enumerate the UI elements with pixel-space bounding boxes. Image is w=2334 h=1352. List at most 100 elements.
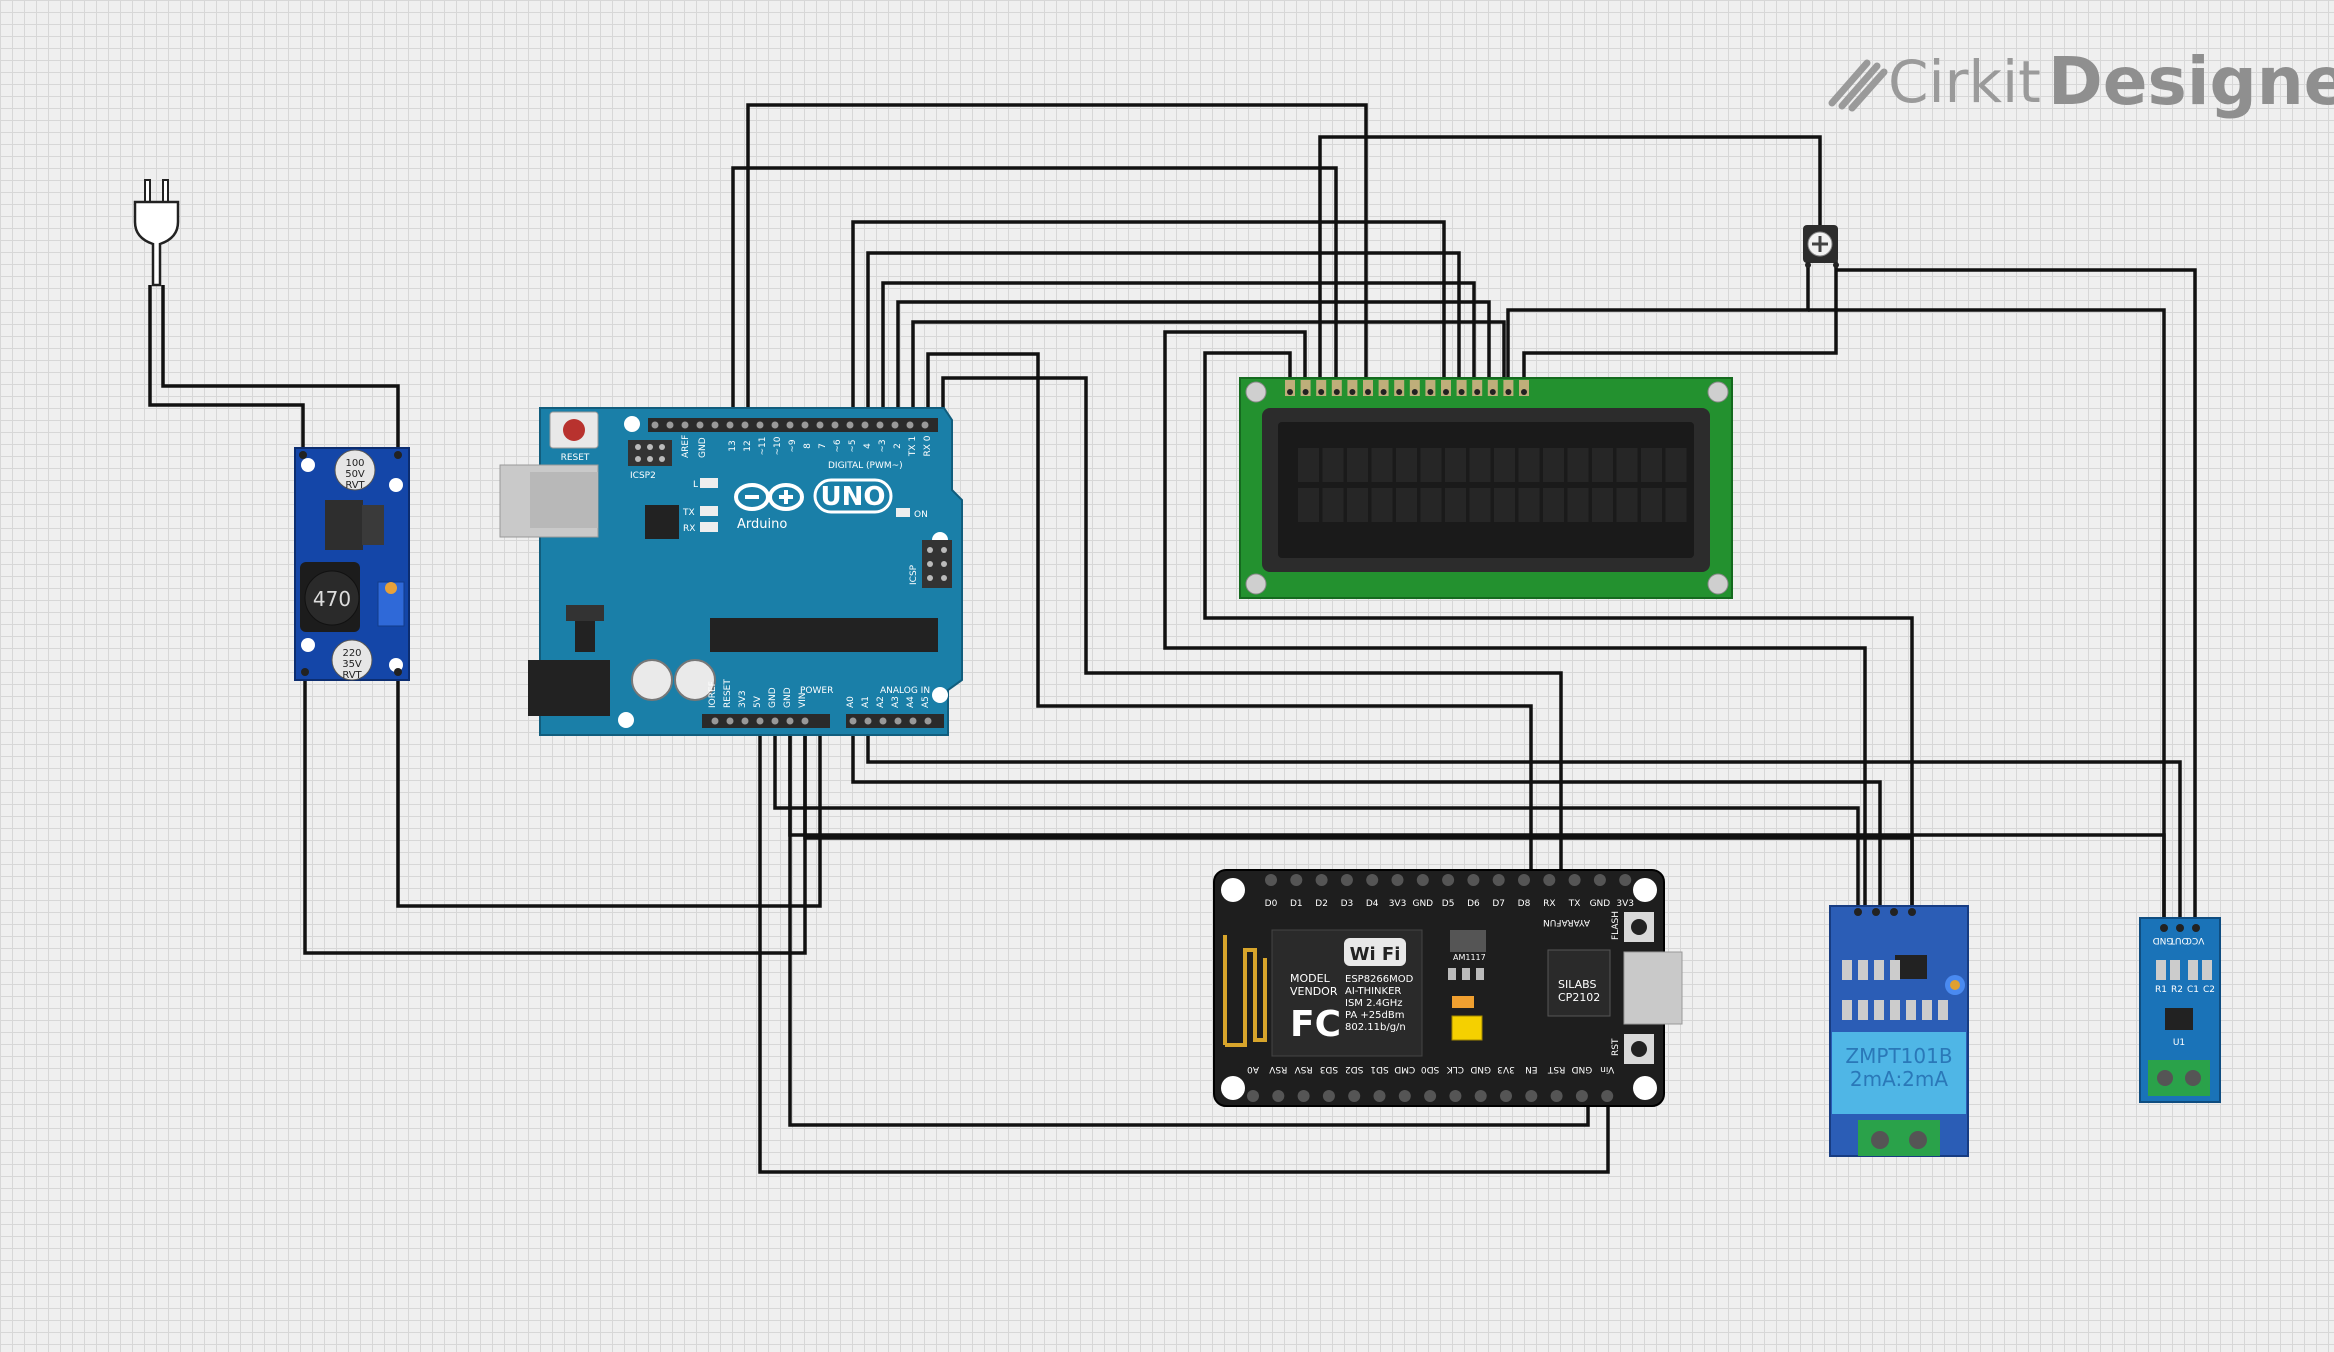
lcd-pin[interactable] — [1456, 380, 1467, 396]
esp-bottom-pin[interactable] — [1297, 1090, 1310, 1102]
esp-top-pin[interactable] — [1518, 874, 1530, 886]
wire-lcd-pot-3[interactable] — [1522, 250, 1838, 392]
wire-lcd-pot-1[interactable] — [1318, 135, 1822, 392]
wire-d7-lcd[interactable] — [851, 220, 1446, 425]
arduino-uno[interactable]: RESET ICSP2 L TX RX — [499, 407, 963, 736]
wire-d12-lcd[interactable] — [746, 103, 1368, 425]
acs-pin[interactable] — [2176, 924, 2184, 932]
lcd-pin[interactable] — [1316, 380, 1327, 396]
digital-pin[interactable] — [741, 421, 749, 429]
analog-pin[interactable] — [924, 717, 932, 725]
digital-pin[interactable] — [666, 421, 674, 429]
esp-bottom-pin[interactable] — [1500, 1090, 1512, 1102]
wire-arduino-esp-gnd[interactable] — [788, 720, 1590, 1127]
acs-pin[interactable] — [2160, 924, 2168, 932]
analog-pin[interactable] — [894, 717, 902, 725]
wire-d5-lcd[interactable] — [881, 281, 1476, 425]
digital-pin[interactable] — [831, 421, 839, 429]
esp-bottom-pin[interactable] — [1550, 1090, 1563, 1102]
power-pin[interactable] — [756, 717, 764, 725]
analog-pin[interactable] — [849, 717, 857, 725]
lcd-pin[interactable] — [1331, 380, 1342, 396]
digital-pin[interactable] — [891, 421, 899, 429]
potentiometer[interactable] — [1803, 225, 1839, 268]
lcd-pin[interactable] — [1394, 380, 1405, 396]
lcd-pin[interactable] — [1487, 380, 1498, 396]
wire-lcd-vdd[interactable] — [1163, 330, 1867, 912]
esp-top-pin[interactable] — [1467, 874, 1480, 886]
zmpt-pin[interactable] — [1854, 908, 1862, 916]
lcd-pin[interactable] — [1285, 380, 1295, 396]
esp-top-pin[interactable] — [1442, 874, 1455, 886]
esp-bottom-pin[interactable] — [1348, 1090, 1361, 1102]
digital-pin[interactable] — [726, 421, 734, 429]
esp-top-pin[interactable] — [1340, 874, 1353, 886]
esp-bottom-pin[interactable] — [1601, 1090, 1614, 1102]
lcd-16x2[interactable] — [1239, 377, 1733, 599]
digital-pin[interactable] — [681, 421, 689, 429]
lcd-pin[interactable] — [1378, 380, 1389, 396]
digital-pin[interactable] — [801, 421, 809, 429]
lcd-pin[interactable] — [1347, 380, 1358, 396]
esp-bottom-pin[interactable] — [1424, 1090, 1437, 1102]
zmpt-pin[interactable] — [1872, 908, 1880, 916]
acs-pin[interactable] — [2192, 924, 2200, 932]
esp-top-pin[interactable] — [1543, 874, 1556, 886]
wire-gnd-zmpt[interactable] — [803, 720, 1914, 912]
esp-bottom-pin[interactable] — [1575, 1090, 1588, 1102]
wire-lcd-vss[interactable] — [1203, 351, 1914, 912]
digital-pin[interactable] — [921, 421, 929, 429]
power-pin[interactable] — [801, 717, 809, 725]
wire-pot-acs-vcc[interactable] — [1836, 268, 2197, 928]
esp-top-pin[interactable] — [1265, 874, 1277, 886]
lcd-pin[interactable] — [1519, 380, 1529, 396]
lcd-pin[interactable] — [1441, 380, 1451, 396]
power-pin[interactable] — [711, 717, 719, 725]
esp-bottom-pin[interactable] — [1474, 1090, 1487, 1102]
digital-pin[interactable] — [711, 421, 719, 429]
esp-bottom-pin[interactable] — [1322, 1090, 1335, 1102]
digital-pin[interactable] — [771, 421, 779, 429]
wire-plug-buck-2[interactable] — [161, 285, 400, 455]
analog-pin[interactable] — [909, 717, 917, 725]
esp-bottom-pin[interactable] — [1272, 1090, 1285, 1102]
wire-d3-lcd[interactable] — [911, 320, 1506, 425]
reset-button[interactable] — [549, 411, 599, 449]
analog-pin[interactable] — [879, 717, 887, 725]
esp-top-pin[interactable] — [1290, 874, 1303, 886]
esp-bottom-pin[interactable] — [1525, 1090, 1538, 1102]
ac-plug[interactable] — [133, 179, 180, 287]
wire-d13-lcd[interactable] — [731, 166, 1338, 425]
digital-pin[interactable] — [906, 421, 914, 429]
zmpt-pin[interactable] — [1890, 908, 1898, 916]
power-pin[interactable] — [786, 717, 794, 725]
buck-converter-lm2596[interactable]: 100 50V RVT 470 220 35V RVT — [294, 447, 410, 681]
lcd-pin[interactable] — [1503, 380, 1514, 396]
esp-bottom-pin[interactable] — [1449, 1090, 1462, 1102]
zmpt101b-voltage-sensor[interactable]: ZMPT101B 2mA:2mA — [1829, 905, 1969, 1157]
esp-top-pin[interactable] — [1593, 874, 1606, 886]
digital-pin[interactable] — [861, 421, 869, 429]
esp-top-pin[interactable] — [1568, 874, 1581, 886]
esp-top-pin[interactable] — [1416, 874, 1429, 886]
wire-d4-lcd[interactable] — [896, 300, 1491, 425]
power-pin[interactable] — [771, 717, 779, 725]
esp-top-pin[interactable] — [1366, 874, 1379, 886]
esp-top-pin[interactable] — [1391, 874, 1404, 886]
digital-pin[interactable] — [651, 421, 659, 429]
wire-buck-vout[interactable] — [396, 670, 822, 908]
esp-top-pin[interactable] — [1315, 874, 1328, 886]
wire-a1-acs[interactable] — [866, 720, 2182, 928]
zmpt-pin[interactable] — [1908, 908, 1916, 916]
esp-top-pin[interactable] — [1492, 874, 1505, 886]
wire-5v-zmpt[interactable] — [773, 720, 1860, 912]
esp-bottom-pin[interactable] — [1247, 1090, 1259, 1102]
wire-d1-esp[interactable] — [941, 376, 1563, 880]
digital-pin[interactable] — [696, 421, 704, 429]
esp-bottom-pin[interactable] — [1398, 1090, 1411, 1102]
wire-a0-zmpt[interactable] — [851, 720, 1882, 912]
lcd-pin[interactable] — [1425, 380, 1436, 396]
